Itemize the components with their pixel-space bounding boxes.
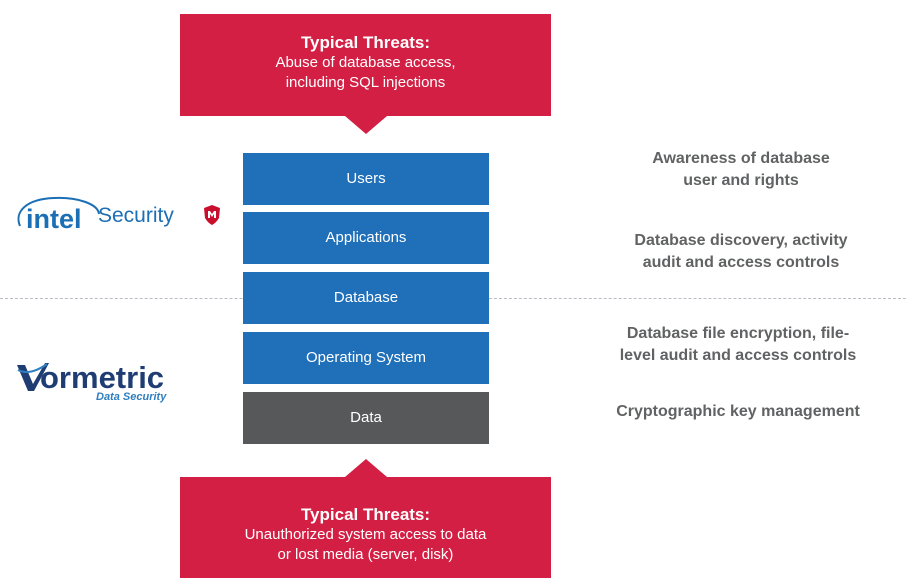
desc-discovery-audit: Database discovery, activity audit and a… — [576, 230, 906, 274]
layer-users: Users — [243, 153, 489, 205]
bottom-threat-arrow — [345, 459, 387, 477]
vormetric-v-icon — [17, 363, 49, 391]
intel-security-label: Security — [98, 204, 174, 227]
bottom-threat-line-2: or lost media (server, disk) — [277, 546, 454, 563]
bottom-threat-box: Typical Threats: Unauthorized system acc… — [180, 477, 551, 578]
desc-1-line-1: Awareness of database — [652, 150, 830, 167]
layer-data: Data — [243, 392, 489, 444]
desc-user-awareness: Awareness of database user and rights — [576, 148, 906, 192]
desc-4-line-1: Cryptographic key management — [616, 403, 860, 420]
desc-3-line-2: level audit and access controls — [619, 347, 857, 364]
desc-key-management: Cryptographic key management — [573, 401, 903, 423]
top-threat-title: Typical Threats: — [300, 33, 431, 52]
desc-3-line-1: Database file encryption, file- — [626, 325, 850, 342]
top-threat-line-2: including SQL injections — [285, 74, 446, 91]
desc-2-line-1: Database discovery, activity — [634, 232, 848, 249]
vormetric-tagline: Data Security — [96, 391, 167, 403]
intel-wordmark-text: intel — [26, 204, 82, 234]
top-threat-line-1: Abuse of database access, — [275, 54, 456, 71]
desc-2-line-2: audit and access controls — [642, 254, 840, 271]
mcafee-shield-icon — [204, 205, 220, 225]
desc-file-encryption: Database file encryption, file- level au… — [573, 323, 903, 367]
layer-database: Database — [243, 272, 489, 324]
vormetric-wordmark: ormetric — [40, 360, 165, 395]
layer-operating-system: Operating System — [243, 332, 489, 384]
top-threat-arrow — [345, 116, 387, 134]
top-threat-box: Typical Threats: Abuse of database acces… — [180, 14, 551, 116]
bottom-threat-line-1: Unauthorized system access to data — [244, 526, 487, 543]
bottom-threat-title: Typical Threats: — [300, 505, 431, 524]
layer-applications: Applications — [243, 212, 489, 264]
intel-wordmark-icon: intel — [17, 196, 100, 234]
desc-1-line-2: user and rights — [683, 172, 799, 189]
vormetric-logo: ormetric Data Security — [16, 360, 206, 407]
intel-security-logo: intel Security — [14, 196, 234, 238]
